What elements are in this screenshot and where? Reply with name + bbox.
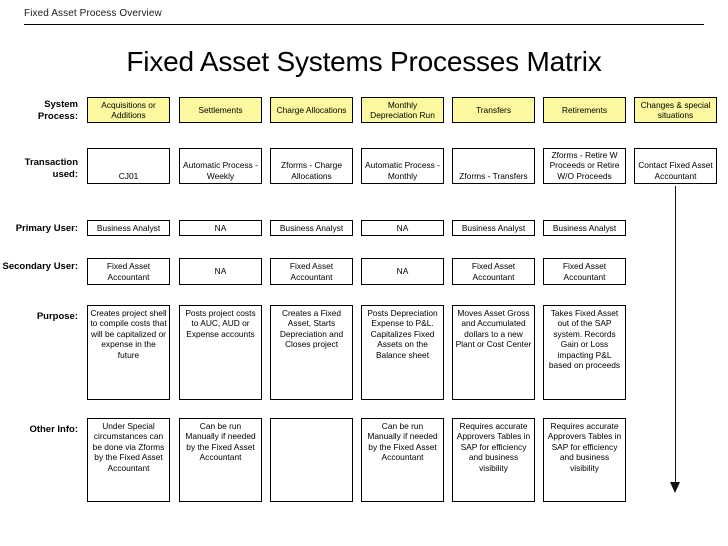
purpose-cell-4[interactable]: Posts Depreciation Expense to P&L. Capit… <box>361 305 444 400</box>
primary-user-cell-2[interactable]: NA <box>179 220 262 236</box>
transaction-used-cell-7[interactable]: Contact Fixed Asset Accountant <box>634 148 717 184</box>
purpose-cell-5-text: Moves Asset Gross and Accumulated dollar… <box>455 308 532 350</box>
system-process-cell-4-text: Monthly Depreciation Run <box>370 99 435 120</box>
secondary-user-cell-4-text: NA <box>396 266 409 277</box>
transaction-used-cell-3[interactable]: Zforms - Charge Allocations <box>270 148 353 184</box>
row-label-system-process-line1: System <box>44 99 78 110</box>
system-process-cell-2[interactable]: Settlements <box>179 97 262 123</box>
primary-user-cell-6-text: Business Analyst <box>552 222 617 233</box>
system-process-cell-7[interactable]: Changes & special situations <box>634 97 717 123</box>
primary-user-cell-3-text: Business Analyst <box>279 222 344 233</box>
other-info-cell-6-text: Requires accurate Approvers Tables in SA… <box>547 421 622 473</box>
system-process-cell-6-text: Retirements <box>561 104 608 115</box>
row-label-transaction-used-line1: Transaction <box>24 157 78 168</box>
other-info-cell-3[interactable] <box>270 418 353 502</box>
primary-user-cell-1[interactable]: Business Analyst <box>87 220 170 236</box>
other-info-cell-2[interactable]: Can be run Manually if needed by the Fix… <box>179 418 262 502</box>
other-info-cell-1-text: Under Special circumstances can be done … <box>92 421 165 473</box>
system-process-cell-3[interactable]: Charge Allocations <box>270 97 353 123</box>
other-info-cell-5[interactable]: Requires accurate Approvers Tables in SA… <box>452 418 535 502</box>
primary-user-cell-5-text: Business Analyst <box>461 222 526 233</box>
purpose-cell-3[interactable]: Creates a Fixed Asset, Starts Depreciati… <box>270 305 353 400</box>
row-label-transaction-used-line2: used: <box>52 169 78 180</box>
system-process-cell-2-text: Settlements <box>198 104 243 115</box>
secondary-user-cell-1[interactable]: Fixed Asset Accountant <box>87 258 170 285</box>
purpose-cell-4-text: Posts Depreciation Expense to P&L. Capit… <box>367 308 438 360</box>
primary-user-cell-4[interactable]: NA <box>361 220 444 236</box>
transaction-used-cell-2[interactable]: Automatic Process - Weekly <box>179 148 262 184</box>
transaction-used-cell-3-text: Zforms - Charge Allocations <box>281 160 342 181</box>
purpose-cell-2-text: Posts project costs to AUC, AUD or Expen… <box>185 308 256 339</box>
purpose-cell-1-text: Creates project shell to compile costs t… <box>90 308 167 360</box>
other-info-cell-5-text: Requires accurate Approvers Tables in SA… <box>456 421 531 473</box>
transaction-used-cell-4[interactable]: Automatic Process - Monthly <box>361 148 444 184</box>
secondary-user-cell-4[interactable]: NA <box>361 258 444 285</box>
purpose-cell-1[interactable]: Creates project shell to compile costs t… <box>87 305 170 400</box>
system-process-cell-3-text: Charge Allocations <box>276 104 347 115</box>
transaction-used-cell-7-text: Contact Fixed Asset Accountant <box>638 160 713 181</box>
purpose-cell-3-text: Creates a Fixed Asset, Starts Depreciati… <box>279 308 344 350</box>
transaction-used-cell-1-text: CJ01 <box>118 170 139 181</box>
transaction-used-cell-6-text: Zforms - Retire W Proceeds or Retire W/O… <box>549 149 620 181</box>
primary-user-cell-1-text: Business Analyst <box>96 222 161 233</box>
other-info-cell-1[interactable]: Under Special circumstances can be done … <box>87 418 170 502</box>
page-title: Fixed Asset Systems Processes Matrix <box>126 46 602 77</box>
other-info-cell-4[interactable]: Can be run Manually if needed by the Fix… <box>361 418 444 502</box>
transaction-used-cell-6[interactable]: Zforms - Retire W Proceeds or Retire W/O… <box>543 148 626 184</box>
system-process-cell-7-text: Changes & special situations <box>640 99 711 120</box>
secondary-user-cell-5[interactable]: Fixed Asset Accountant <box>452 258 535 285</box>
system-process-cell-5-text: Transfers <box>475 104 512 115</box>
transaction-used-cell-5-text: Zforms - Transfers <box>459 170 528 181</box>
secondary-user-cell-1-text: Fixed Asset Accountant <box>106 261 151 282</box>
other-info-cell-2-text: Can be run Manually if needed by the Fix… <box>185 421 256 463</box>
header-overview-label: Fixed Asset Process Overview <box>24 8 162 19</box>
secondary-user-cell-2-text: NA <box>214 266 227 277</box>
down-arrow-line <box>675 186 676 486</box>
secondary-user-cell-5-text: Fixed Asset Accountant <box>471 261 516 282</box>
row-label-other-info: Other Info: <box>29 424 78 435</box>
row-label-transaction-used: Transaction used: <box>2 157 78 181</box>
primary-user-cell-2-text: NA <box>214 222 227 233</box>
secondary-user-cell-6-text: Fixed Asset Accountant <box>562 261 607 282</box>
row-label-system-process: System Process: <box>2 99 78 123</box>
transaction-used-cell-1[interactable]: CJ01 <box>87 148 170 184</box>
other-info-cell-4-text: Can be run Manually if needed by the Fix… <box>367 421 438 463</box>
primary-user-cell-4-text: NA <box>396 222 409 233</box>
header-divider <box>24 24 704 25</box>
system-process-cell-6[interactable]: Retirements <box>543 97 626 123</box>
system-process-cell-4[interactable]: Monthly Depreciation Run <box>361 97 444 123</box>
primary-user-cell-3[interactable]: Business Analyst <box>270 220 353 236</box>
primary-user-cell-6[interactable]: Business Analyst <box>543 220 626 236</box>
secondary-user-cell-3[interactable]: Fixed Asset Accountant <box>270 258 353 285</box>
down-arrow-head-icon <box>670 482 680 493</box>
system-process-cell-5[interactable]: Transfers <box>452 97 535 123</box>
secondary-user-cell-2[interactable]: NA <box>179 258 262 285</box>
purpose-cell-2[interactable]: Posts project costs to AUC, AUD or Expen… <box>179 305 262 400</box>
row-label-purpose: Purpose: <box>36 311 78 322</box>
transaction-used-cell-4-text: Automatic Process - Monthly <box>365 160 440 181</box>
row-label-primary-user: Primary User: <box>15 223 78 234</box>
system-process-cell-1[interactable]: Acquisitions or Additions <box>87 97 170 123</box>
row-label-secondary-user: Secondary User: <box>2 261 78 272</box>
transaction-used-cell-2-text: Automatic Process - Weekly <box>183 160 258 181</box>
secondary-user-cell-3-text: Fixed Asset Accountant <box>289 261 334 282</box>
other-info-cell-6[interactable]: Requires accurate Approvers Tables in SA… <box>543 418 626 502</box>
primary-user-cell-5[interactable]: Business Analyst <box>452 220 535 236</box>
transaction-used-cell-5[interactable]: Zforms - Transfers <box>452 148 535 184</box>
purpose-cell-6-text: Takes Fixed Asset out of the SAP system.… <box>548 308 621 371</box>
purpose-cell-6[interactable]: Takes Fixed Asset out of the SAP system.… <box>543 305 626 400</box>
row-label-system-process-line2: Process: <box>37 111 78 122</box>
purpose-cell-5[interactable]: Moves Asset Gross and Accumulated dollar… <box>452 305 535 400</box>
secondary-user-cell-6[interactable]: Fixed Asset Accountant <box>543 258 626 285</box>
system-process-cell-1-text: Acquisitions or Additions <box>101 99 156 120</box>
